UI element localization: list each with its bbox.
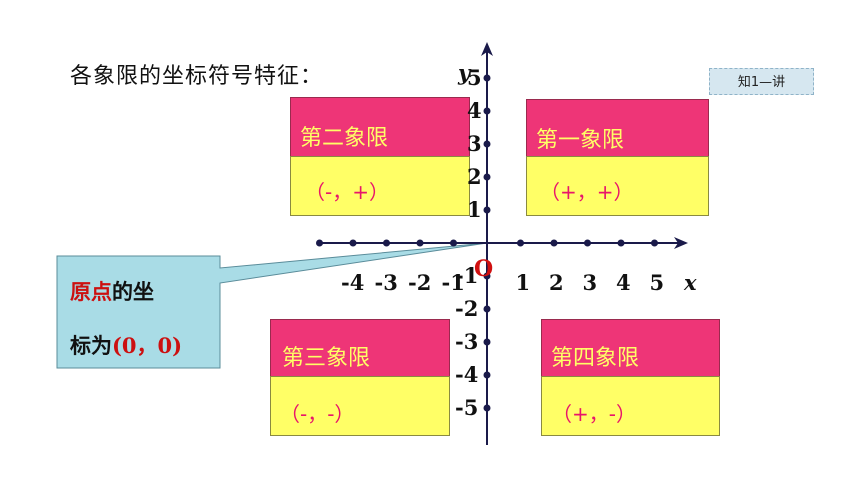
y-tick-label: -4: [455, 362, 478, 387]
x-tick-label: -1: [442, 270, 465, 295]
x-axis-dot: [383, 239, 390, 247]
y-axis-arrow: [481, 42, 493, 56]
x-tick-label: -3: [375, 270, 398, 295]
x-tick-label: 3: [583, 270, 598, 295]
callout-line-1-rest: 的坐: [112, 279, 154, 304]
y-tick-label: -5: [455, 395, 478, 420]
x-axis-dot: [584, 239, 591, 247]
y-axis-dot: [483, 140, 491, 148]
y-tick-label: 5: [467, 65, 482, 90]
quadrant-1-sign-box: [526, 156, 709, 216]
origin-label: O: [474, 256, 493, 282]
callout-line-1: 原点的坐: [70, 276, 154, 306]
quadrant-1-sign: （+，+）: [540, 180, 634, 204]
y-axis-dot: [483, 404, 491, 412]
x-axis-dot: [651, 239, 658, 247]
quadrant-2-sign: （-，+）: [305, 180, 389, 204]
callout-line-2-text: 标为: [70, 333, 112, 358]
y-axis-dot: [483, 107, 491, 115]
y-axis-dot: [483, 74, 491, 82]
x-axis-dot: [550, 239, 558, 247]
quadrant-4-name: 第四象限: [551, 346, 640, 371]
x-axis-arrow: [674, 237, 688, 249]
x-axis-dot: [349, 239, 357, 247]
y-tick-label: 3: [467, 131, 482, 156]
callout-line-2: 标为(0，0): [70, 330, 182, 360]
x-axis-label: x: [683, 270, 697, 295]
quadrant-3-sign: （-，-）: [280, 402, 355, 426]
y-axis-dot: [483, 272, 491, 280]
x-axis-dot: [617, 239, 625, 247]
quadrant-2-sign-box: [290, 156, 470, 216]
y-axis-dot: [483, 173, 491, 181]
quadrant-1-name: 第一象限: [536, 128, 625, 153]
quadrant-2-name: 第二象限: [300, 126, 389, 151]
y-tick-label: -2: [455, 296, 478, 321]
page-title: 各象限的坐标符号特征：: [70, 64, 324, 89]
quadrant-3-header: [270, 319, 450, 379]
quadrant-3-sign-box: [270, 376, 450, 436]
y-tick-label: 2: [467, 164, 482, 189]
y-axis-label: y: [457, 60, 472, 85]
y-tick-label: 1: [467, 197, 482, 222]
x-axis-dot: [450, 239, 457, 247]
x-tick-label: -2: [408, 270, 431, 295]
x-axis-dot: [416, 239, 424, 247]
x-axis-dot: [517, 239, 524, 247]
x-tick-label: 4: [616, 270, 631, 295]
quadrant-4-sign: （+，-）: [552, 402, 636, 426]
y-axis-dot: [483, 206, 491, 214]
quadrant-4-sign-box: [541, 376, 720, 436]
callout-origin-coords: (0，0): [112, 333, 183, 358]
y-tick-label: -1: [455, 263, 478, 288]
x-axis-dot: [316, 239, 323, 247]
y-axis-dot: [483, 371, 491, 379]
quadrant-1-header: [526, 99, 709, 161]
x-tick-label: 1: [516, 270, 531, 295]
y-tick-label: -3: [455, 329, 478, 354]
quadrant-4-header: [541, 319, 720, 379]
y-axis-dot: [483, 305, 491, 313]
lesson-tag: 知1—讲: [709, 68, 814, 95]
x-tick-label: -4: [341, 270, 364, 295]
x-tick-label: 5: [650, 270, 665, 295]
x-tick-label: 2: [549, 270, 564, 295]
y-tick-label: 4: [467, 98, 482, 123]
quadrant-3-name: 第三象限: [282, 346, 371, 371]
callout-shape: [56, 242, 488, 369]
callout-origin-word: 原点: [70, 279, 112, 304]
y-axis-dot: [483, 338, 491, 346]
